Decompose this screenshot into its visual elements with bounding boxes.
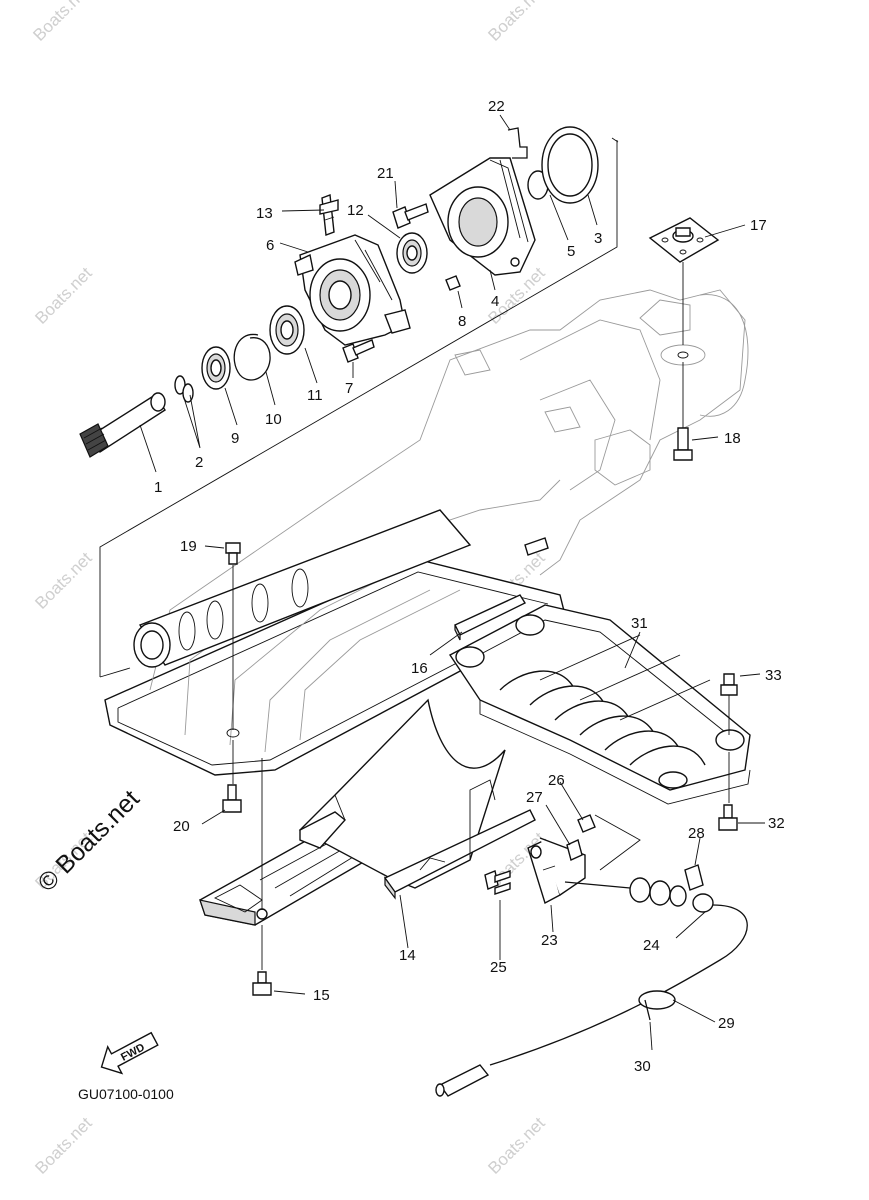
callout-10: 10 [265, 411, 282, 428]
drive-shaft-tube [133, 509, 472, 668]
callout-28: 28 [688, 825, 705, 842]
cable-guide-lines [594, 814, 641, 871]
part-31-ride-plate [448, 604, 751, 805]
watermark-top-left: Boats.net [29, 0, 93, 45]
part-28-sleeve [684, 864, 704, 891]
callout-1: 1 [154, 479, 162, 496]
part-32-bolt [718, 804, 738, 831]
diagram-code: GU07100-0100 [78, 1086, 174, 1102]
part-4-impeller-housing [429, 157, 536, 276]
callout-30: 30 [634, 1058, 651, 1075]
part-1-shaft [79, 392, 166, 458]
part-19-bolt [225, 542, 241, 565]
watermark-left-upper: Boats.net [31, 263, 95, 327]
callout-23: 23 [541, 932, 558, 949]
watermark-bottom-right: Boats.net [484, 1113, 548, 1177]
part-7-bolt [342, 339, 375, 363]
shaft-assembly-outline [99, 137, 619, 678]
part-20-bolt [222, 784, 242, 813]
part-33-bolt [720, 673, 738, 696]
callout-33: 33 [765, 667, 782, 684]
part-26-nut [577, 814, 596, 833]
callout-7: 7 [345, 380, 353, 397]
watermark-main: © Boats.net [32, 785, 144, 897]
callout-5: 5 [567, 243, 575, 260]
callout-2: 2 [195, 454, 203, 471]
part-15-bolt [252, 971, 272, 996]
part-30-tie [644, 999, 651, 1021]
part-27-washer [566, 839, 583, 861]
part-13-stud [319, 194, 339, 236]
leader-lines [139, 114, 765, 1051]
part-25-screws [484, 870, 511, 895]
callout-27: 27 [526, 789, 543, 806]
callout-21: 21 [377, 165, 394, 182]
part-11-bearing [269, 305, 305, 355]
callout-4: 4 [491, 293, 499, 310]
callout-13: 13 [256, 205, 273, 222]
callout-6: 6 [266, 237, 274, 254]
part-18-bolt [673, 427, 693, 461]
part-17-plate [648, 217, 720, 263]
callout-9: 9 [231, 430, 239, 447]
watermark-bottom-left: Boats.net [31, 1113, 95, 1177]
part-10-circlip [233, 333, 271, 381]
part-12-bearing [396, 232, 428, 274]
fwd-arrow: FWD [100, 1031, 159, 1075]
callout-25: 25 [490, 959, 507, 976]
part-9-seal [201, 346, 231, 390]
callout-31: 31 [631, 615, 648, 632]
callout-16: 16 [411, 660, 428, 677]
callout-18: 18 [724, 430, 741, 447]
part-3-seal-ring [541, 126, 599, 204]
callout-22: 22 [488, 98, 505, 115]
part-16-strip [454, 537, 549, 641]
part-29-clamp [638, 990, 676, 1010]
watermark-top-right: Boats.net [484, 0, 548, 45]
callout-3: 3 [594, 230, 602, 247]
part-24-cable [435, 877, 748, 1097]
part-21-bolt [392, 203, 429, 229]
part-6-bearing-housing [294, 234, 411, 346]
callout-20: 20 [173, 818, 190, 835]
callout-15: 15 [313, 987, 330, 1004]
callout-26: 26 [548, 772, 565, 789]
callout-32: 32 [768, 815, 785, 832]
watermark-left-mid: Boats.net [31, 548, 95, 612]
callout-8: 8 [458, 313, 466, 330]
part-14-fin [298, 698, 536, 900]
callout-17: 17 [750, 217, 767, 234]
callout-labels: 1 2 3 4 5 6 7 8 9 10 11 12 13 14 15 16 1… [154, 98, 785, 1075]
part-8-pin [445, 275, 461, 291]
fwd-label: FWD [119, 1041, 147, 1063]
callout-12: 12 [347, 202, 364, 219]
callout-14: 14 [399, 947, 416, 964]
intake-housing [104, 289, 749, 776]
part-22-gasket [507, 127, 528, 159]
callout-29: 29 [718, 1015, 735, 1032]
callout-24: 24 [643, 937, 660, 954]
callout-11: 11 [307, 387, 323, 404]
callout-19: 19 [180, 538, 197, 555]
